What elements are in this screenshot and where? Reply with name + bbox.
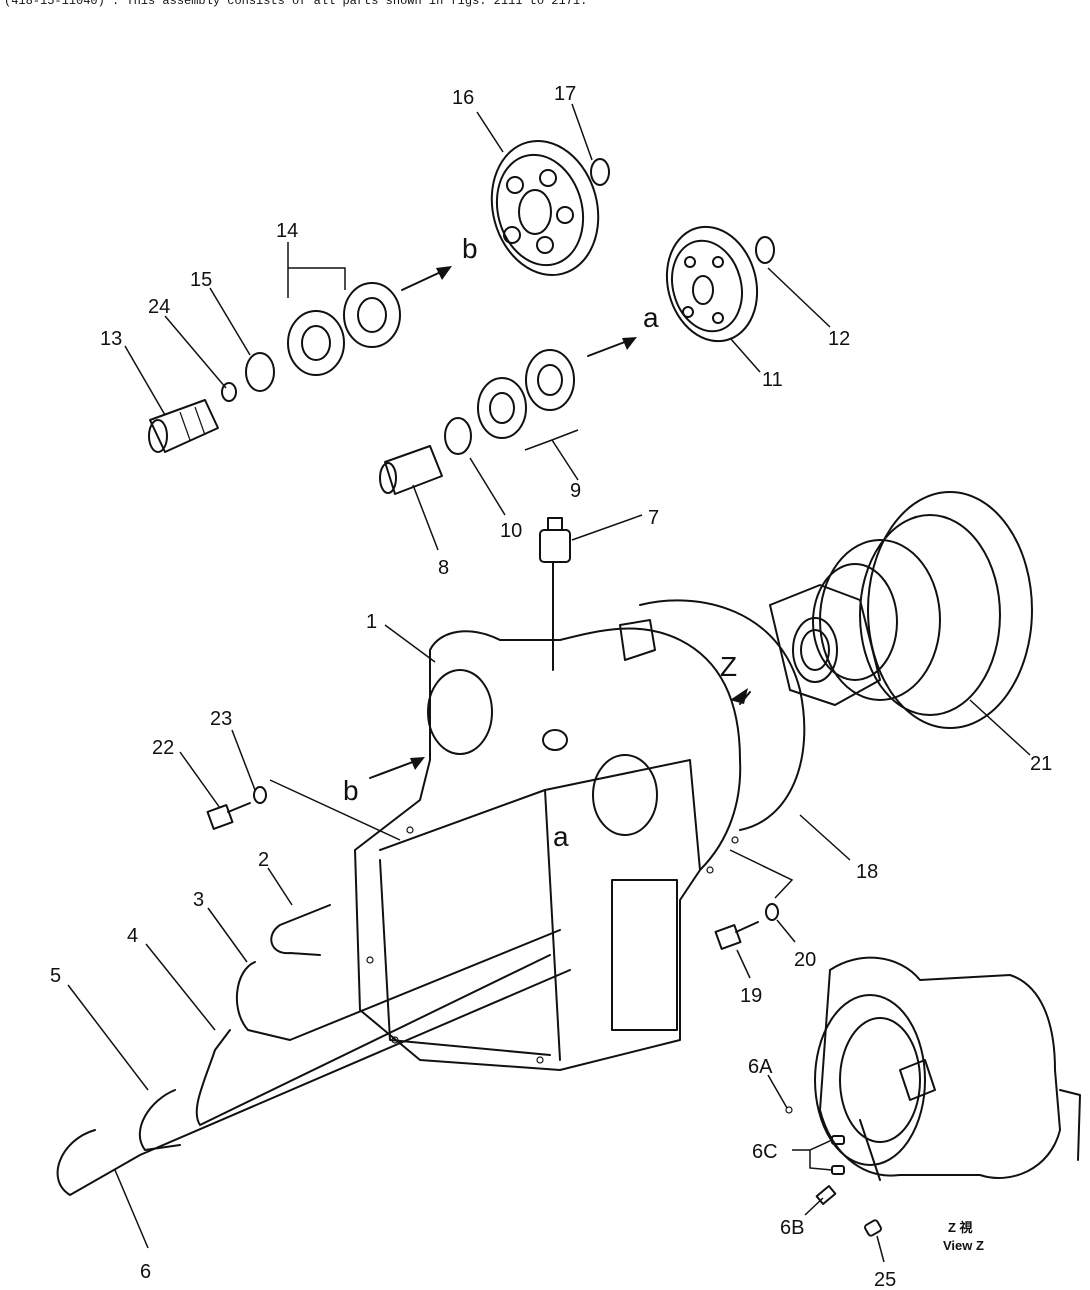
- callout-17: 17: [554, 83, 576, 105]
- callout-7: 7: [648, 507, 659, 529]
- view-z-caption: Z 視 View Z: [943, 1220, 984, 1253]
- callout-20: 20: [794, 949, 816, 971]
- oil-pipe-4: [195, 954, 551, 1126]
- callout-19: 19: [740, 985, 762, 1007]
- callout-1: 1: [366, 611, 377, 633]
- callout-6C: 6C: [752, 1141, 778, 1163]
- oil-pipe-6: [56, 969, 571, 1196]
- washer-20: [765, 903, 779, 921]
- torque-converter-21: [769, 491, 1033, 729]
- assembly-arrows: [369, 266, 751, 779]
- part-callout-labels: 16 17 14 15 24 13 12 11 9 10 8 7 1 23 22…: [50, 83, 1052, 1290]
- washer-24: [221, 382, 237, 402]
- callout-15: 15: [190, 269, 212, 291]
- marker-b-lower: b: [343, 775, 359, 806]
- callout-21: 21: [1030, 753, 1052, 775]
- bolt-19: [714, 921, 759, 950]
- plug-25: [864, 1219, 882, 1237]
- callout-13: 13: [100, 328, 122, 350]
- callout-6: 6: [140, 1261, 151, 1283]
- callout-4: 4: [127, 925, 138, 947]
- callout-9: 9: [570, 480, 581, 502]
- marker-z: Z: [720, 651, 737, 682]
- sensor-7: [539, 517, 571, 671]
- callout-16: 16: [452, 87, 474, 109]
- view-z-caption-en: View Z: [943, 1238, 984, 1253]
- marker-a-upper: a: [643, 302, 659, 333]
- oil-pipe-3: [235, 929, 561, 1041]
- leader-lines: [67, 103, 1031, 1263]
- snap-ring-10: [444, 417, 472, 455]
- transmission-housing-1: [354, 619, 742, 1071]
- callout-3: 3: [193, 889, 204, 911]
- shaft-13: [148, 399, 219, 453]
- figure-note: (418-15-11040) : This assembly consists …: [4, 0, 588, 8]
- callout-8: 8: [438, 557, 449, 579]
- callout-6B: 6B: [780, 1217, 804, 1239]
- callout-12: 12: [828, 328, 850, 350]
- snap-ring-12: [755, 236, 775, 264]
- callout-2: 2: [258, 849, 269, 871]
- callout-23: 23: [210, 708, 232, 730]
- callout-11: 11: [762, 369, 783, 391]
- gear-16: [490, 139, 600, 277]
- spring-6C-lower: [831, 1165, 845, 1175]
- view-z-caption-jp: Z 視: [948, 1220, 973, 1235]
- marker-a-lower: a: [553, 821, 569, 852]
- marker-b-upper: b: [462, 233, 478, 264]
- oil-pipe-2: [270, 904, 331, 956]
- gear-11: [665, 225, 759, 343]
- plug-6A: [785, 1106, 793, 1114]
- bearing-set-14: [287, 282, 401, 376]
- callout-18: 18: [856, 861, 878, 883]
- reference-markers: b a b a Z: [343, 233, 737, 852]
- oil-pipe-5: [138, 1089, 181, 1151]
- snap-ring-15: [245, 352, 275, 392]
- view-z-detail: [814, 956, 1081, 1181]
- callout-25: 25: [874, 1269, 896, 1290]
- callout-14: 14: [276, 220, 298, 242]
- gasket-18: [639, 599, 806, 831]
- callout-24: 24: [148, 296, 170, 318]
- sleeve-8: [379, 445, 443, 495]
- bearing-set-9: [477, 349, 575, 439]
- callout-10: 10: [500, 520, 522, 542]
- callout-5: 5: [50, 965, 61, 987]
- callout-6A: 6A: [748, 1056, 773, 1078]
- snap-ring-17: [590, 158, 610, 186]
- callout-22: 22: [152, 737, 174, 759]
- washer-23: [253, 786, 267, 804]
- bolt-22: [206, 802, 251, 830]
